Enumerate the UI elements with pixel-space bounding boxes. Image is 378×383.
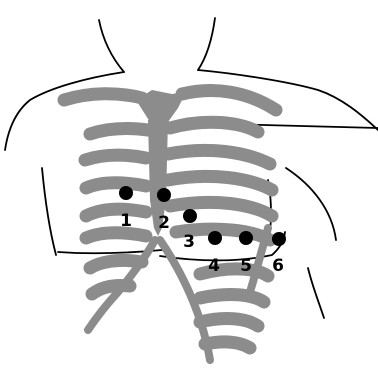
right-rib-1 xyxy=(170,122,258,132)
lead-3-dot xyxy=(183,209,197,223)
lead-3-label: 3 xyxy=(183,232,195,252)
left-rib-2 xyxy=(85,155,146,160)
lead-2-label: 2 xyxy=(158,213,170,233)
lead-5-dot xyxy=(239,231,253,245)
left-clavicle xyxy=(64,94,142,100)
body-outline xyxy=(5,18,378,318)
right-rib-7 xyxy=(200,295,264,302)
neck-left-outline xyxy=(99,20,124,72)
right-rib-8 xyxy=(200,319,258,326)
lead-1-label: 1 xyxy=(120,211,132,231)
lead-2-dot xyxy=(157,188,171,202)
right-armpit-outline xyxy=(286,168,336,240)
right-clavicle xyxy=(182,91,276,110)
left-rib-1 xyxy=(90,129,148,134)
left-shoulder-outline xyxy=(5,72,124,150)
lead-5-label: 5 xyxy=(240,256,252,276)
lead-5: 5 xyxy=(239,231,253,276)
left-rib-5 xyxy=(86,233,146,238)
lead-4: 4 xyxy=(208,231,222,276)
right-rib-9 xyxy=(205,342,250,348)
lead-4-label: 4 xyxy=(208,256,220,276)
left-arm-outline xyxy=(42,168,56,255)
left-rib-4 xyxy=(86,209,146,216)
lead-6-dot xyxy=(272,232,286,246)
lead-6-label: 6 xyxy=(272,256,284,276)
lead-1-dot xyxy=(119,186,133,200)
right-side-outline xyxy=(308,268,324,318)
right-rib-3 xyxy=(168,176,272,190)
left-rib-3 xyxy=(86,183,146,188)
neck-right-outline xyxy=(198,18,215,70)
right-rib-2 xyxy=(168,150,270,164)
lead-4-dot xyxy=(208,231,222,245)
